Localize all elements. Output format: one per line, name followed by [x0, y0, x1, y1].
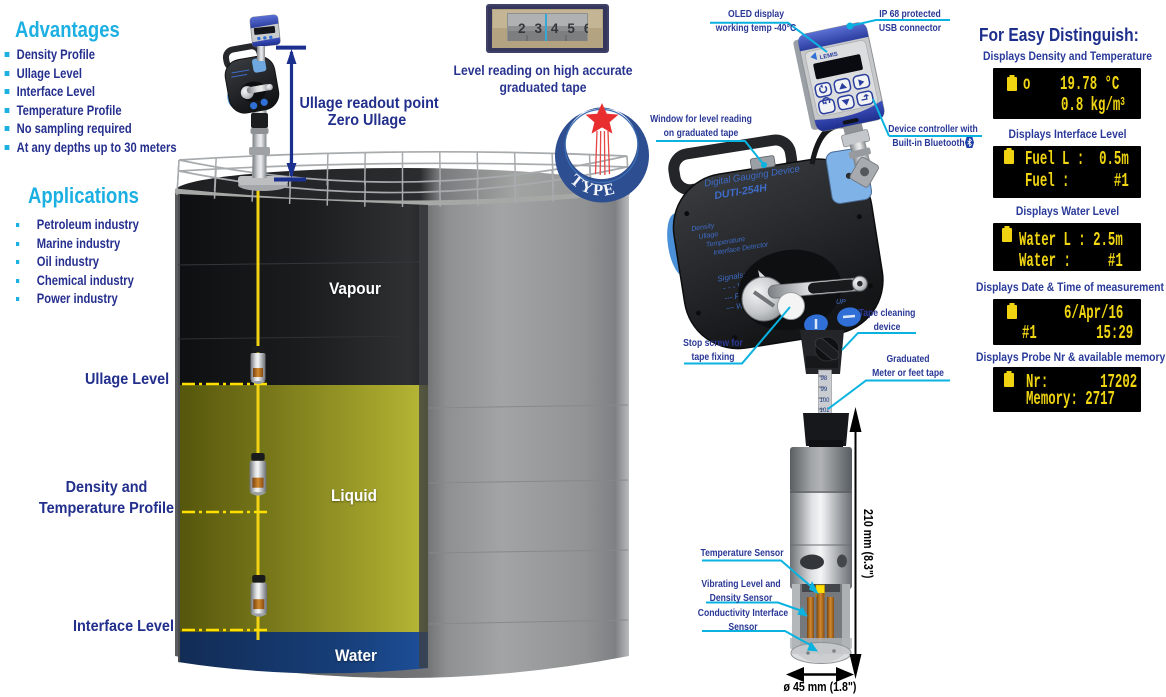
svg-text:98: 98 [821, 376, 828, 382]
svg-text:99: 99 [821, 387, 828, 393]
svg-text:100: 100 [820, 398, 831, 404]
svg-text:LEMIS: LEMIS [819, 52, 838, 62]
svg-text:Density: Density [691, 222, 716, 233]
svg-text:UP: UP [836, 299, 846, 306]
svg-text:Signals:: Signals: [717, 270, 747, 283]
svg-text:Ullage: Ullage [698, 231, 719, 241]
svg-text:2 3 4 5 6: 2 3 4 5 6 [518, 21, 594, 36]
svg-text:101: 101 [820, 408, 831, 414]
